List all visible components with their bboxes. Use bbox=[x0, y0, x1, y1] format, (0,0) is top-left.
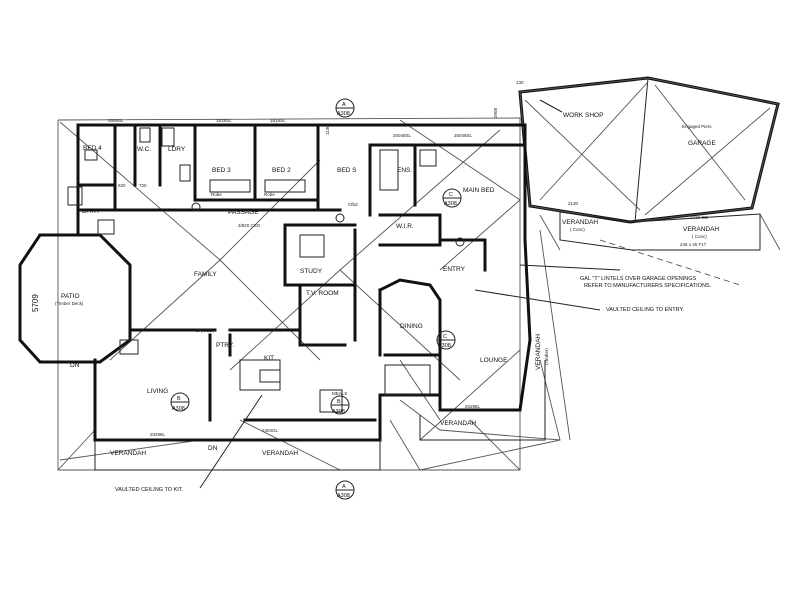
room-label-wir: W.I.R. bbox=[396, 223, 414, 230]
room-label-meals: MEALS bbox=[332, 391, 347, 396]
room-label-lounge: LOUNGE bbox=[480, 357, 508, 364]
section-letter: C bbox=[449, 192, 453, 198]
dim-20298-2: 20298L bbox=[150, 432, 166, 437]
dim-2710: 2710-OD bbox=[690, 215, 709, 220]
verandah-label-left: VERANDAH bbox=[110, 450, 146, 457]
garage-wing bbox=[518, 76, 781, 286]
stair-dn-left: DN bbox=[70, 362, 80, 369]
room-label-family: FAMILY bbox=[194, 271, 217, 278]
section-marker-c-top: C A308 bbox=[442, 188, 462, 208]
dim-2908: 2908 bbox=[493, 107, 498, 118]
room-label-passage: PASSAGE bbox=[228, 209, 259, 216]
exterior-walls bbox=[18, 123, 532, 442]
dim-20048sl-2: 20048SL bbox=[454, 133, 473, 138]
section-marker-c-bottom: C A308 bbox=[436, 330, 456, 350]
verandah-label-timber-sub: (Timber) bbox=[544, 348, 549, 365]
section-ref: A308 bbox=[438, 343, 451, 349]
verandah-label-mid: VERANDAH bbox=[262, 450, 298, 457]
section-ref: A308 bbox=[332, 409, 345, 415]
section-ref: A308 bbox=[444, 201, 457, 207]
dim-20298: 20298L bbox=[465, 404, 481, 409]
dim-5709: 5709 bbox=[31, 294, 40, 312]
dim-0006sl: 0006SL bbox=[108, 118, 124, 123]
interior-walls bbox=[76, 123, 527, 422]
section-ref: A308 bbox=[337, 493, 350, 499]
dim-1130: 1130 bbox=[325, 125, 330, 135]
dim-1818sl: 1818SL bbox=[216, 118, 232, 123]
note-engaged-piers: Engaged Piers bbox=[682, 124, 712, 129]
dim-245: 245 x 45 F17 bbox=[680, 242, 707, 247]
room-label-beds: BED S bbox=[337, 167, 357, 174]
fixtures bbox=[67, 127, 465, 413]
section-letter: A bbox=[342, 484, 346, 490]
section-marker-b-right: B A308 bbox=[330, 395, 350, 415]
note-lintels-2: REFER TO MANUFACTURERS SPECIFICATIONS. bbox=[584, 283, 712, 289]
room-label-ptry: PTRY. bbox=[216, 342, 234, 349]
section-marker-bottom: A A308 bbox=[335, 480, 355, 500]
room-label-main-bed: MAIN BED bbox=[463, 187, 495, 194]
verandah-label-conc-1: VERANDAH bbox=[562, 219, 598, 226]
section-letter: B bbox=[337, 399, 341, 405]
room-label-wc: W.C. bbox=[137, 146, 151, 153]
note-cfbd: Cfbd bbox=[348, 202, 358, 207]
verandah-label-right: VERANDAH bbox=[440, 420, 476, 427]
room-label-tv-room: T.V. ROOM bbox=[306, 290, 339, 297]
verandah-label-conc-2: VERANDAH bbox=[683, 226, 719, 233]
room-label-garage: GARAGE bbox=[688, 140, 716, 147]
section-letter: C bbox=[443, 334, 447, 340]
verandah-label-conc-1-sub: ( Conc) bbox=[570, 227, 585, 232]
roof-hip-lines bbox=[57, 117, 571, 471]
room-label-study: STUDY bbox=[300, 268, 323, 275]
room-label-dining: DINING bbox=[400, 323, 423, 330]
room-label-bed3: BED 3 bbox=[212, 167, 231, 174]
dim-1818sl-2: 1818SL bbox=[270, 118, 286, 123]
note-lintels-1: GAL "T" LINTELS OVER GARAGE OPENINGS bbox=[580, 276, 697, 282]
section-ref: A308 bbox=[337, 111, 350, 117]
verandah-outlines bbox=[94, 360, 546, 471]
robe-label-bed3: Robe bbox=[211, 192, 222, 197]
room-label-living: LIVING bbox=[147, 388, 168, 395]
room-label-kit: KIT. bbox=[264, 355, 275, 362]
room-label-patio: PATIO bbox=[61, 293, 80, 300]
room-label-workshop: WORK SHOP bbox=[563, 112, 603, 119]
room-label-ens: ENS. bbox=[397, 167, 412, 174]
robe-label-bed2: Robe bbox=[264, 192, 275, 197]
room-label-bath: BATH bbox=[82, 208, 99, 215]
note-vaulted-entry: VAULTED CEILING TO ENTRY. bbox=[606, 307, 684, 313]
dim-20048sl: 20048SL bbox=[393, 133, 412, 138]
room-label-bed2: BED 2 bbox=[272, 167, 291, 174]
dim-2710b: 27(OOD) bbox=[196, 328, 215, 333]
section-marker-top: A A308 bbox=[335, 98, 355, 118]
dim-820: 820 bbox=[118, 183, 126, 188]
verandah-label-timber: VERANDAH bbox=[535, 334, 542, 370]
room-label-patio-sub: (Timber Deck) bbox=[55, 301, 84, 306]
dim-2404: 2404GL bbox=[262, 428, 279, 433]
dim-2130: 2130 bbox=[568, 201, 579, 206]
section-marker-b-left: B A308 bbox=[170, 392, 190, 412]
section-letter: B bbox=[177, 396, 181, 402]
stair-dn-mid: DN bbox=[208, 445, 218, 452]
verandah-label-conc-2-sub: ( Conc) bbox=[692, 234, 707, 239]
dim-3820cso: 3/820 CSO bbox=[238, 223, 261, 228]
leader-lines bbox=[199, 99, 621, 489]
room-label-entry: ENTRY bbox=[443, 266, 466, 273]
note-vaulted-kit: VAULTED CEILING TO KIT. bbox=[115, 487, 184, 493]
section-ref: A308 bbox=[172, 406, 185, 412]
dim-720: 720 bbox=[139, 183, 147, 188]
dim-130: 130 bbox=[516, 80, 524, 85]
room-label-ldry: LDRY bbox=[168, 146, 186, 153]
room-label-bed4: BED 4 bbox=[83, 145, 102, 152]
section-letter: A bbox=[342, 102, 346, 108]
